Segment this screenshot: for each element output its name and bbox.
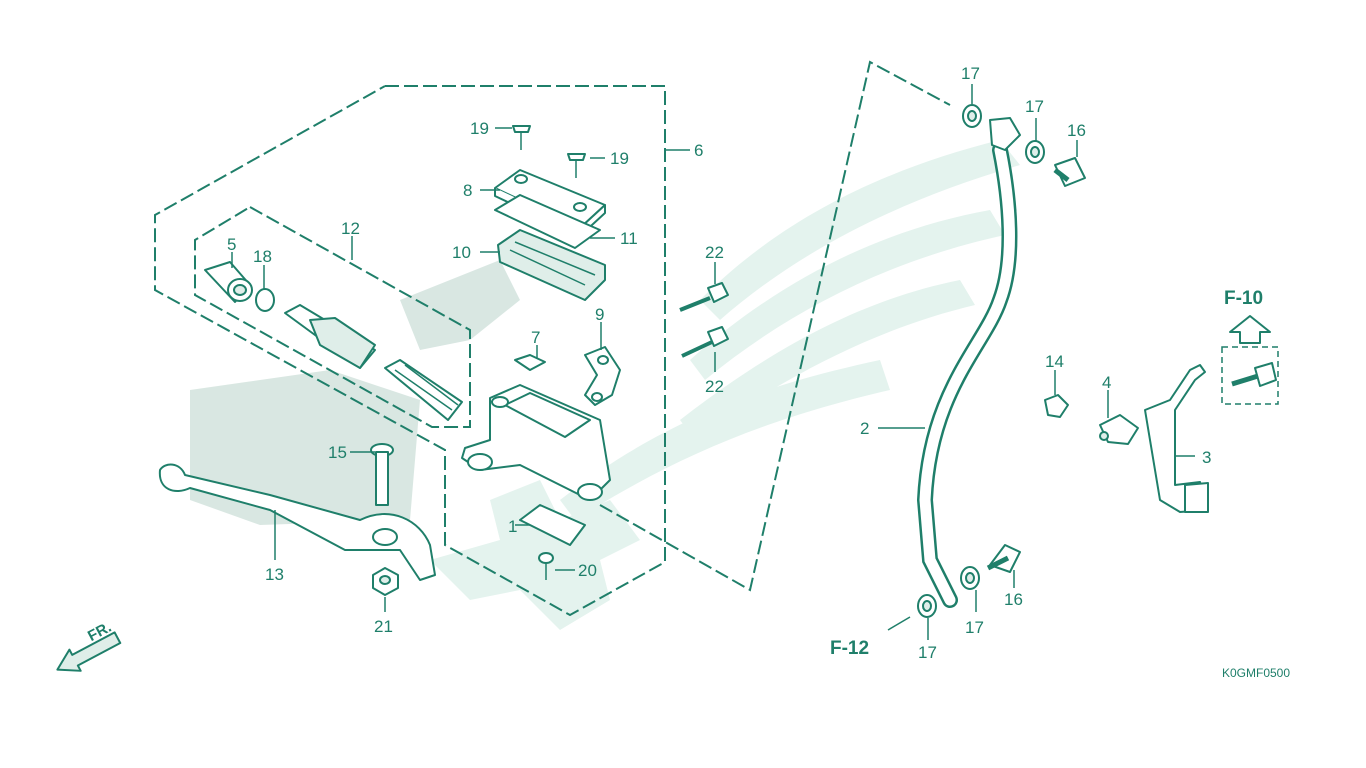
front-arrow-icon: FR. [56, 619, 122, 672]
screw-20 [538, 552, 554, 580]
callout-6: 6 [694, 141, 703, 160]
screw-19a [512, 125, 531, 150]
master-cylinder-body [461, 384, 611, 501]
callout-15: 15 [328, 443, 347, 462]
bolt-f10 [1231, 362, 1277, 387]
washer-17c [960, 566, 980, 590]
bolt-16b [986, 544, 1021, 573]
callout-9: 9 [595, 305, 604, 324]
wing-watermark [430, 140, 1020, 630]
brake-hose-2 [916, 117, 1021, 608]
bolt-22a [679, 282, 729, 312]
nut-21 [372, 567, 399, 596]
piston-assembly [284, 304, 463, 421]
stipple-shadows [190, 260, 520, 525]
up-arrow-icon [1229, 315, 1271, 344]
bracket-3 [1144, 364, 1209, 513]
callout-labels: 1 2 3 4 5 6 7 8 9 10 11 12 13 14 15 16 1… [227, 64, 1211, 662]
callout-11: 11 [620, 229, 638, 248]
callout-4: 4 [1102, 373, 1111, 392]
washer-17a [962, 104, 982, 128]
holder-9 [584, 346, 621, 406]
callout-17-top-right: 17 [1025, 97, 1044, 116]
assembly-outline-hose [599, 60, 951, 592]
callout-7: 7 [531, 328, 540, 347]
washer-17d [917, 594, 937, 618]
callout-1: 1 [508, 517, 517, 536]
callout-20: 20 [578, 561, 597, 580]
callout-19-right: 19 [610, 149, 629, 168]
nut-14 [1044, 394, 1069, 418]
callout-8: 8 [463, 181, 472, 200]
callout-17-bottom-left: 17 [918, 643, 937, 662]
callout-3: 3 [1202, 448, 1211, 467]
leader-lines [231, 84, 1195, 640]
reservoir-plate [494, 194, 601, 249]
callout-17-top-left: 17 [961, 64, 980, 83]
holder-4 [1099, 414, 1139, 445]
callout-22-bottom: 22 [705, 377, 724, 396]
boot-5 [204, 261, 253, 303]
callout-2: 2 [860, 419, 869, 438]
callout-17-bottom-right: 17 [965, 618, 984, 637]
circlip-18 [255, 288, 275, 312]
callout-16-bottom: 16 [1004, 590, 1023, 609]
callout-14: 14 [1045, 352, 1064, 371]
callout-21: 21 [374, 617, 393, 636]
reference-f12: F-12 [830, 638, 869, 659]
callout-13: 13 [265, 565, 284, 584]
bolt-22b [681, 326, 729, 358]
callout-19-left: 19 [470, 119, 489, 138]
clip-7 [514, 354, 546, 371]
assembly-outline-6 [154, 85, 666, 617]
callout-12: 12 [341, 219, 360, 238]
diagram-code: K0GMF0500 [1222, 666, 1290, 680]
screw-19b [567, 153, 586, 178]
callout-5: 5 [227, 235, 236, 254]
reference-f10: F-10 [1224, 288, 1263, 309]
callout-10: 10 [452, 243, 471, 262]
bolt-16a [1053, 157, 1086, 187]
callout-22-top: 22 [705, 243, 724, 262]
switch-1 [519, 504, 586, 546]
callout-18: 18 [253, 247, 272, 266]
lever-13 [158, 463, 436, 581]
washer-17b [1025, 140, 1045, 164]
reservoir-diaphragm [497, 229, 606, 301]
bolt-15 [370, 443, 394, 506]
callout-16-top: 16 [1067, 121, 1086, 140]
assembly-outline-f10 [1221, 346, 1279, 405]
assembly-outline-12 [194, 206, 471, 428]
